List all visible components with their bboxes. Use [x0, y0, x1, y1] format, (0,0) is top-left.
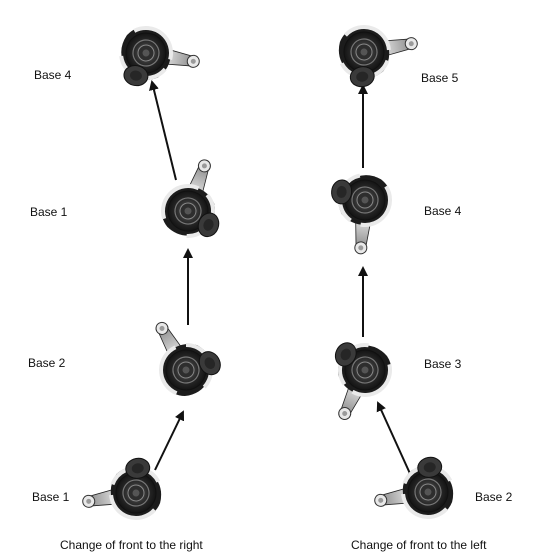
caption-right: Change of front to the left	[351, 538, 487, 552]
arrow-left-3	[149, 80, 177, 181]
unit-right-base4	[324, 161, 404, 259]
label-left-base1: Base 1	[30, 205, 68, 219]
label-right-base3: Base 3	[424, 357, 462, 371]
caption-left: Change of front to the right	[60, 538, 203, 552]
arrow-right-1	[376, 401, 413, 479]
unit-right-base2	[366, 450, 470, 538]
unit-left-base1-mid	[142, 146, 241, 257]
label-left-base4: Base 4	[34, 68, 72, 82]
arrow-left-1	[154, 410, 185, 471]
unit-right-base5	[322, 6, 426, 94]
label-left-base2: Base 2	[28, 356, 66, 370]
label-right-base5: Base 5	[421, 71, 459, 85]
label-right-base2: Base 2	[475, 490, 513, 504]
label-right-base4: Base 4	[424, 204, 462, 218]
unit-left-base4	[104, 11, 208, 99]
unit-left-base1-bottom	[74, 451, 178, 539]
unit-left-base2	[127, 304, 235, 419]
unit-right-base3	[309, 322, 413, 436]
label-left-base1-bottom: Base 1	[32, 490, 70, 504]
